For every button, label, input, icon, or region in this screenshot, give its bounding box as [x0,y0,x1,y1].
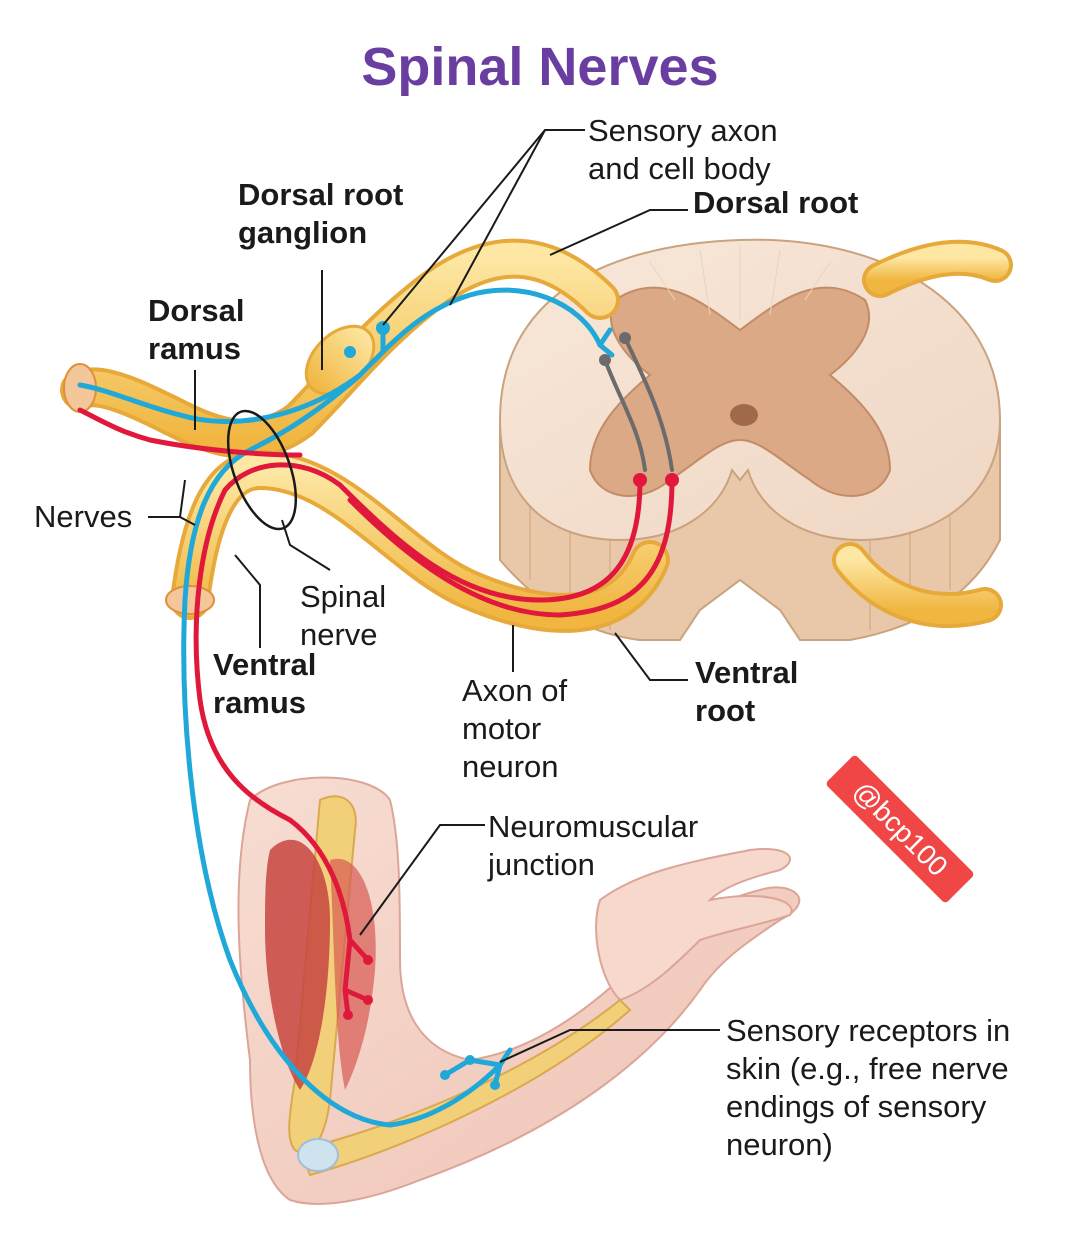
label-neuromuscular-junction: Neuromuscular junction [488,809,699,882]
elbow-joint [297,1138,339,1172]
motor-axon-dorsal-ramus [77,407,303,458]
leader-spinal-nerve [281,519,331,571]
label-dorsal-ramus: Dorsal ramus [148,293,245,366]
motor-axon-ventral-ramus [193,462,643,943]
sensory-axon-dorsal-ramus [77,372,363,424]
forearm-bone [298,998,632,1177]
hand [595,848,793,1002]
label-axon-motor-neuron: Axon of motor neuron [462,673,568,784]
leader-lines [148,129,720,1063]
nmj-ending-3 [343,1010,353,1020]
arm [237,776,801,1205]
interneurons [603,336,674,472]
label-nerves: Nerves [34,499,133,534]
label-spinal-nerve: Spinal nerve [300,579,387,652]
leader-neuromuscular [359,824,485,936]
leader-sensory-axon-2 [449,129,546,306]
sensory-synapse-terminal [597,327,615,358]
sensory-axon-main [181,287,603,1128]
nmj-ending-1 [363,955,373,965]
label-sensory-receptors: Sensory receptors in skin (e.g., free ne… [726,1013,1011,1162]
interneuron-body-2 [619,332,631,344]
leader-ventral-ramus [234,554,261,648]
diagram-title: Spinal Nerves [361,37,719,97]
sensory-cell-body [376,321,390,335]
sensory-receptor-branches [442,1047,513,1088]
sensory-neuron [77,287,615,1128]
leader-ventral-root [614,632,688,681]
motor-cell-body-1 [633,473,647,487]
muscle-fibers [330,858,376,1090]
receptor-ending-3 [490,1080,500,1090]
receptor-ending-2 [465,1055,475,1065]
interneuron-1 [603,358,647,472]
receptor-ending-1 [440,1070,450,1080]
label-sensory-axon: Sensory axon and cell body [588,113,778,186]
motor-cell-body-2 [665,473,679,487]
label-ventral-ramus: Ventral ramus [213,647,317,720]
white-matter-striations [649,245,831,320]
motor-neuron [77,407,675,1018]
nmj-ending-2 [363,995,373,1005]
spinal-nerve-marker [226,409,298,531]
leader-sensory-receptors [499,1029,720,1063]
right-nerve-roots [832,239,1013,628]
central-canal [730,404,758,426]
interneuron-2 [623,336,674,472]
label-dorsal-root-ganglion: Dorsal root ganglion [238,177,404,250]
ventral-ramus-cut-end [165,585,215,615]
label-dorsal-root: Dorsal root [693,185,859,220]
biceps-muscle [265,839,330,1090]
sensory-cell-body-2 [344,346,356,358]
arm-skin [237,776,801,1205]
interneuron-body-1 [599,354,611,366]
motor-axon-2 [347,477,675,618]
leader-nerves [148,479,196,526]
leader-dorsal-root [549,209,688,256]
label-ventral-root: Ventral root [695,655,799,728]
neuromuscular-branches [342,937,371,1018]
